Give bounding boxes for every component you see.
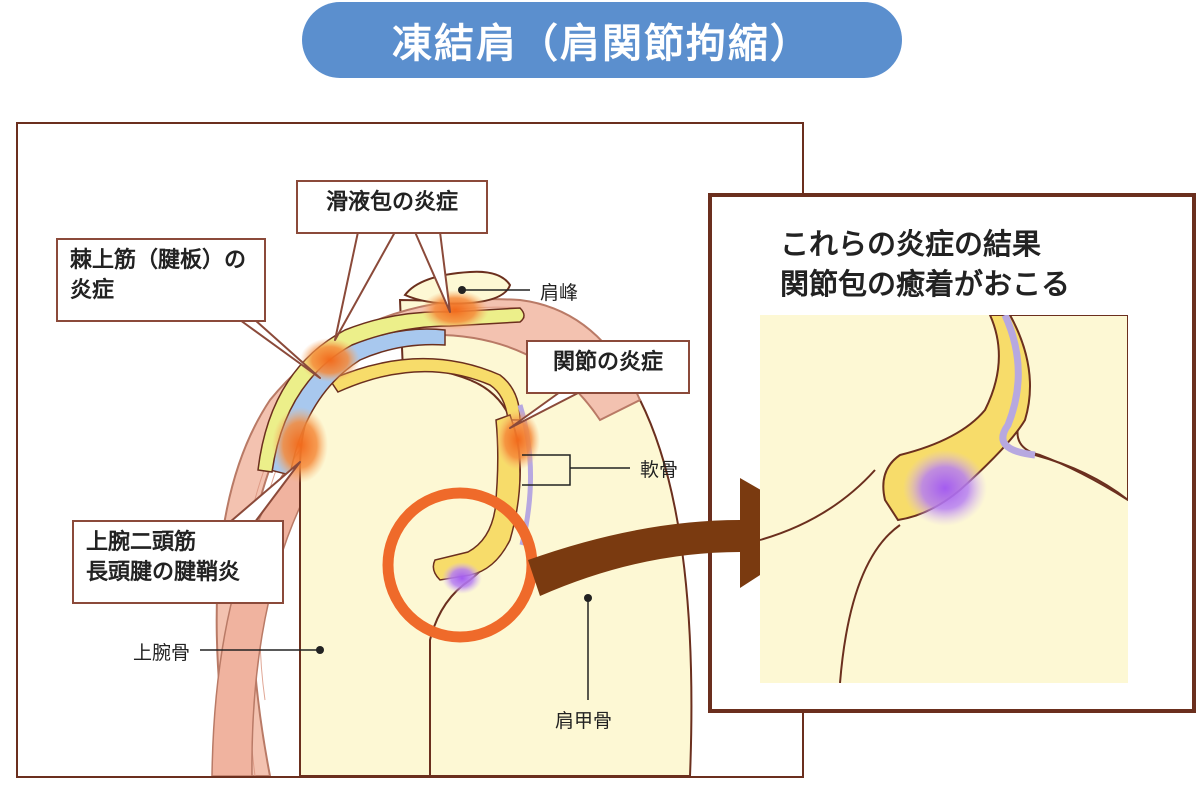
label-cartilage: 軟骨 [640, 459, 679, 481]
callout-bursitis: 滑液包の炎症 [296, 180, 488, 234]
adhesion-small [442, 562, 482, 594]
callout-supraspinatus: 棘上筋（腱板）の 炎症 [56, 238, 266, 322]
callout-biceps: 上腕二頭筋 長頭腱の腱鞘炎 [72, 520, 284, 604]
joint-capsule [432, 414, 521, 581]
result-line1: これらの炎症の結果 [780, 227, 1042, 261]
result-caption: これらの炎症の結果 関節包の癒着がおこる [780, 224, 1070, 304]
page-title: 凍結肩（肩関節拘縮） [302, 2, 902, 78]
inflammation-supraspinatus [300, 338, 360, 382]
label-acromion: 肩峰 [540, 282, 579, 304]
inflammation-bursa [421, 290, 489, 330]
result-line2: 関節包の癒着がおこる [780, 267, 1071, 301]
callout-supraspinatus-line2: 炎症 [70, 278, 115, 303]
adhesion-large [903, 450, 987, 526]
inflammation-joint [496, 410, 540, 470]
callout-biceps-line2: 長頭腱の腱鞘炎 [86, 560, 241, 585]
inflammation-biceps [272, 407, 328, 483]
callout-joint: 関節の炎症 [526, 340, 690, 394]
callout-supraspinatus-line1: 棘上筋（腱板）の [70, 248, 247, 273]
label-humerus: 上腕骨 [133, 642, 191, 664]
zoom-arrow [528, 478, 830, 596]
callout-biceps-line1: 上腕二頭筋 [86, 530, 197, 555]
label-scapula: 肩甲骨 [555, 710, 613, 732]
